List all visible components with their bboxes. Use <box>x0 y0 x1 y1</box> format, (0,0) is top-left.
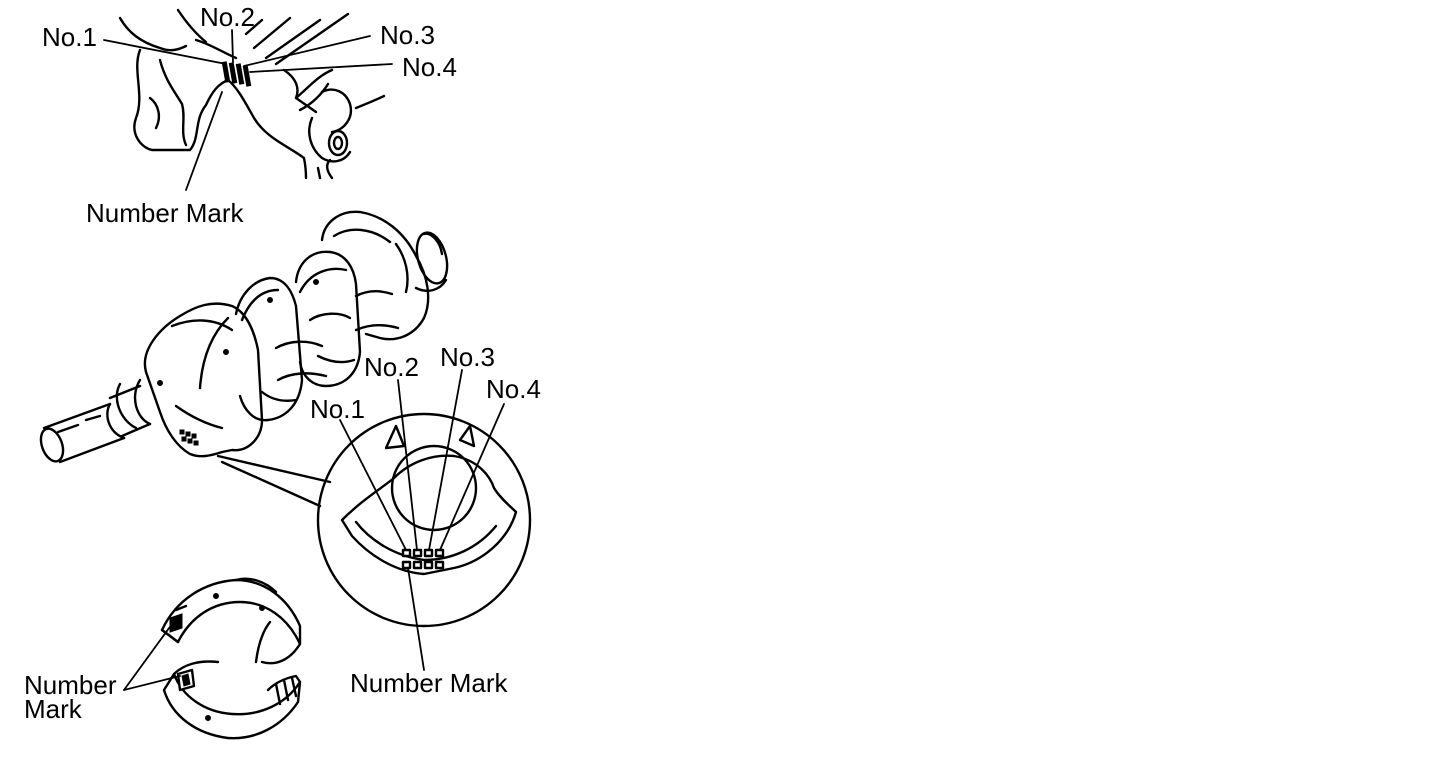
crank-label-no2: No.2 <box>364 352 419 382</box>
block-label-no1: No.1 <box>42 22 97 52</box>
block-label-number-mark: Number Mark <box>86 198 244 228</box>
bearing-shells-illustration <box>160 577 302 740</box>
crank-label-no1: No.1 <box>310 394 365 424</box>
block-label-no2: No.2 <box>200 2 255 32</box>
crankshaft-illustration <box>39 210 449 464</box>
crank-leader-lines <box>339 369 505 671</box>
crank-label-no3: No.3 <box>440 342 495 372</box>
crank-label-number-mark: Number Mark <box>350 668 508 698</box>
cylinder-block-illustration <box>118 8 386 180</box>
bearing-label-number: Number <box>24 670 117 700</box>
bearing-label-mark: Mark <box>24 694 83 724</box>
block-label-no4: No.4 <box>402 52 457 82</box>
magnifier-callout-lines <box>216 454 332 508</box>
bearing-leader-lines <box>123 623 181 691</box>
block-label-no3: No.3 <box>380 20 435 50</box>
crank-label-no4: No.4 <box>486 374 541 404</box>
magnified-crank-web-detail <box>316 412 532 628</box>
block-leader-lines <box>103 29 393 191</box>
